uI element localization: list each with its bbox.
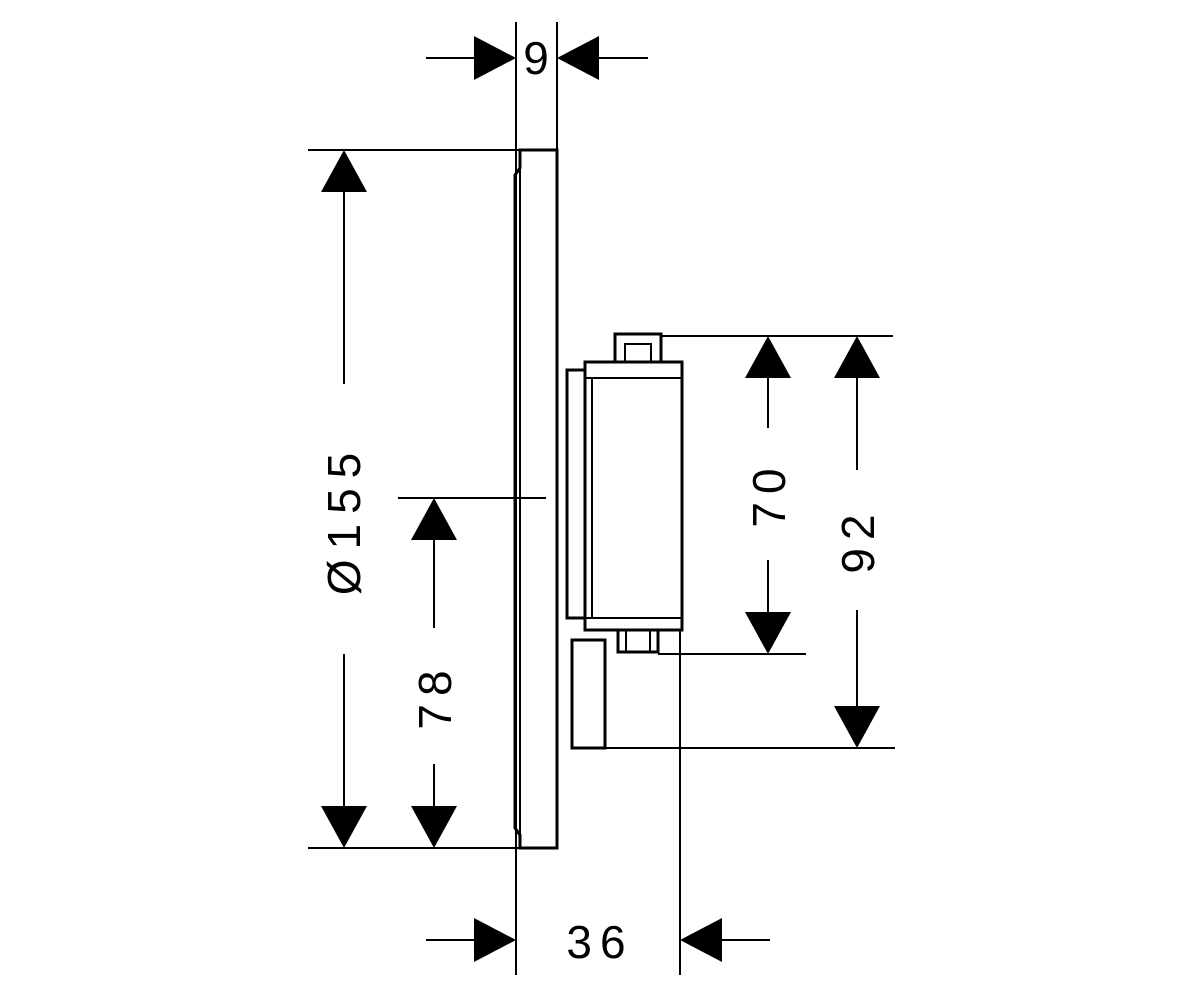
dimension-label-body-height: 70 — [743, 460, 795, 527]
dimension-overall-body-height: 92 — [832, 336, 884, 748]
thermostat-body — [565, 332, 684, 750]
arrow-left-icon — [680, 918, 722, 962]
arrow-up-icon — [834, 336, 880, 378]
dimension-lower-height: 78 — [409, 498, 461, 848]
dimension-label-bottom-width: 36 — [566, 916, 633, 968]
dimension-top-width: 9 — [426, 32, 648, 84]
dimension-body-height: 70 — [743, 336, 795, 654]
arrow-down-icon — [411, 806, 457, 848]
arrow-down-icon — [834, 706, 880, 748]
dimension-plate-diameter: Ø155 — [318, 150, 370, 848]
dimension-label-plate-diameter: Ø155 — [318, 443, 370, 596]
extension-lines — [308, 22, 895, 975]
arrow-right-icon — [474, 918, 516, 962]
arrow-up-icon — [745, 336, 791, 378]
dimension-label-lower-height: 78 — [409, 662, 461, 729]
dimension-label-top-width: 9 — [523, 32, 549, 84]
arrow-down-icon — [745, 612, 791, 654]
dimension-label-overall-body-height: 92 — [832, 506, 884, 573]
arrow-up-icon — [411, 498, 457, 540]
dimension-bottom-width: 36 — [426, 916, 770, 968]
arrow-left-icon — [557, 36, 599, 80]
arrow-right-icon — [474, 36, 516, 80]
arrow-down-icon — [321, 806, 367, 848]
arrow-up-icon — [321, 150, 367, 192]
